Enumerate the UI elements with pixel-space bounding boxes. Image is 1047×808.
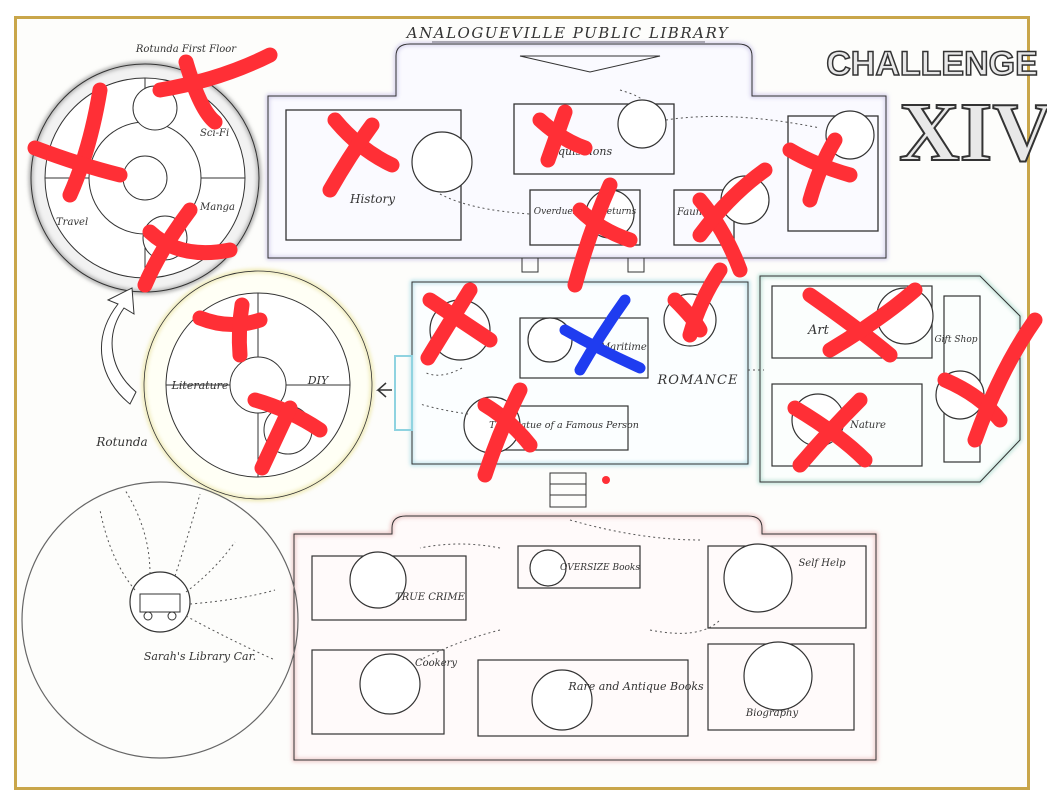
section-sci-fi: Sci-Fi — [200, 128, 229, 139]
room-nature: Nature — [849, 420, 886, 431]
challenge-number: XIV — [899, 86, 1047, 179]
room-oversize: OVERSIZE Books — [560, 563, 640, 573]
rotunda-label: Rotunda — [95, 435, 147, 449]
bottom-wing: TRUE CRIME OVERSIZE Books Self Help Cook… — [294, 516, 876, 760]
room-true-crime: TRUE CRIME — [395, 592, 465, 603]
section-diy: DIY — [307, 374, 330, 387]
section-travel: Travel — [56, 217, 88, 228]
room-history: History — [349, 192, 395, 206]
room-romance: ROMANCE — [657, 373, 739, 388]
room-art: Art — [807, 323, 830, 338]
room-gift-shop: Gift Shop — [934, 335, 977, 345]
library-car-label: Sarah's Library Car. — [144, 650, 256, 663]
section-literature: Literature — [171, 379, 229, 392]
room-biography: Biography — [745, 708, 799, 719]
section-manga: Manga — [199, 202, 235, 213]
room-cookery: Cookery — [415, 658, 457, 669]
map-title: ANALOGUEVILLE PUBLIC LIBRARY — [405, 24, 730, 42]
challenge-word: CHALLENGE — [826, 45, 1038, 83]
room-self-help: Self Help — [798, 558, 846, 569]
rotunda-first-floor-label: Rotunda First Floor — [135, 44, 237, 55]
room-rare-books: Rare and Antique Books — [567, 680, 704, 693]
